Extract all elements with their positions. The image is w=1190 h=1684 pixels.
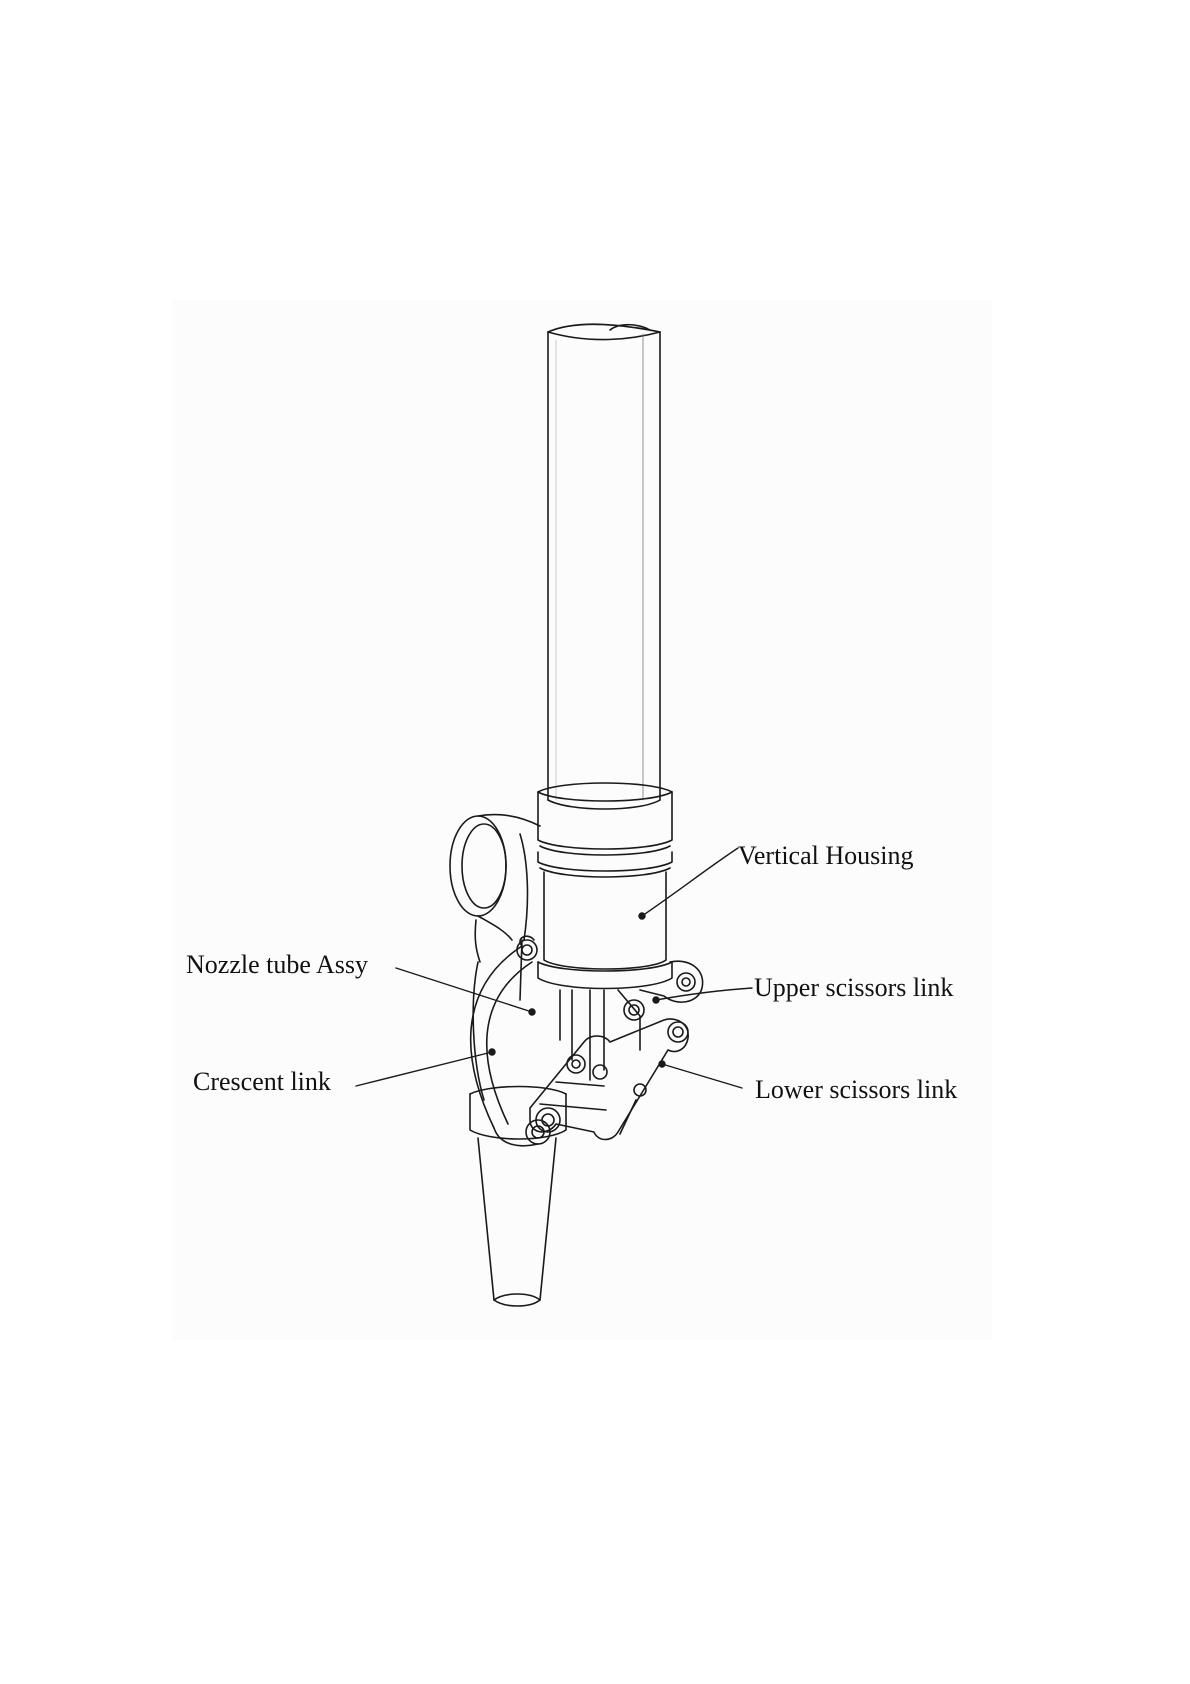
- leader-dot-crescent: [489, 1049, 495, 1055]
- leader-dot-upper-scissors: [653, 997, 659, 1003]
- label-nozzle-tube-assy: Nozzle tube Assy: [186, 952, 368, 978]
- label-crescent-link: Crescent link: [193, 1069, 331, 1095]
- label-vertical-housing: Vertical Housing: [738, 843, 913, 869]
- label-lower-scissors-link: Lower scissors link: [755, 1077, 957, 1103]
- leader-dot-vertical-housing: [639, 913, 645, 919]
- scan-area: [172, 300, 992, 1340]
- label-upper-scissors-link: Upper scissors link: [754, 975, 953, 1001]
- leader-dot-lower-scissors: [659, 1061, 665, 1067]
- leader-dot-nozzle-tube: [529, 1009, 535, 1015]
